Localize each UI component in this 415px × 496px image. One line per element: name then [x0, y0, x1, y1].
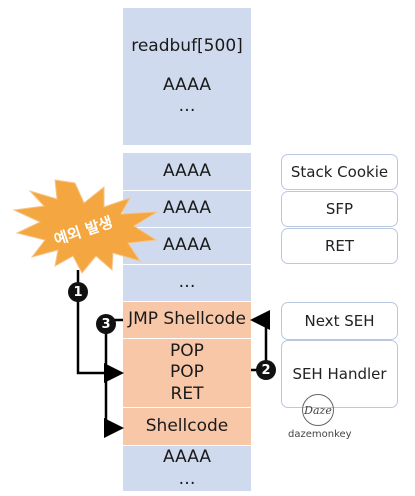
pop1-text: POP [170, 341, 204, 362]
bottom-dots-text: … [178, 468, 196, 489]
exception-burst [12, 179, 158, 274]
readbuf-fill: AAAA [163, 74, 211, 95]
jmp-shellcode-block: JMP Shellcode [123, 302, 251, 338]
stack-row-1: AAAA [123, 153, 251, 190]
pop-pop-ret-block: POP POP RET [123, 339, 251, 407]
step-1-text: 1 [73, 284, 83, 300]
label-next-seh-text: Next SEH [304, 312, 375, 330]
stack-dots-mid: … [123, 265, 251, 301]
pop2-text: POP [170, 362, 204, 383]
stack-row-2: AAAA [123, 191, 251, 227]
label-sfp-text: SFP [325, 200, 354, 218]
bottom-block: AAAA … [123, 446, 251, 491]
step-2-badge: 2 [256, 360, 276, 380]
readbuf-dots: … [178, 96, 196, 117]
shellcode-text: Shellcode [145, 415, 229, 436]
label-stack-cookie-text: Stack Cookie [290, 163, 389, 181]
stack-row-2-text: AAAA [163, 198, 211, 219]
readbuf-label: readbuf[500] [131, 35, 243, 56]
watermark-logo-icon: Daze [302, 394, 334, 426]
watermark: Daze dazemonkey [288, 394, 352, 440]
stack-row-3-text: AAAA [163, 235, 211, 256]
step-3-badge: 3 [96, 314, 116, 334]
label-seh-handler-text: SEH Handler [292, 365, 387, 383]
label-ret-text: RET [324, 237, 355, 255]
step-2-text: 2 [261, 362, 271, 378]
step-1-badge: 1 [68, 282, 88, 302]
watermark-text: dazemonkey [288, 429, 352, 440]
step-3-text: 3 [101, 316, 111, 332]
label-sfp: SFP [281, 191, 398, 227]
stack-row-1-text: AAAA [163, 160, 211, 181]
readbuf-block: readbuf[500] AAAA … [123, 8, 251, 145]
stack-dots-mid-text: … [178, 272, 196, 293]
label-next-seh: Next SEH [281, 302, 398, 340]
bottom-fill-text: AAAA [163, 447, 211, 468]
ret-instr-text: RET [170, 383, 204, 404]
label-stack-cookie: Stack Cookie [281, 154, 398, 190]
label-seh-handler: SEH Handler [281, 340, 398, 408]
shellcode-block: Shellcode [123, 408, 251, 445]
jmp-shellcode-text: JMP Shellcode [128, 309, 246, 330]
watermark-logo-text: Daze [304, 403, 332, 417]
label-ret: RET [281, 228, 398, 264]
